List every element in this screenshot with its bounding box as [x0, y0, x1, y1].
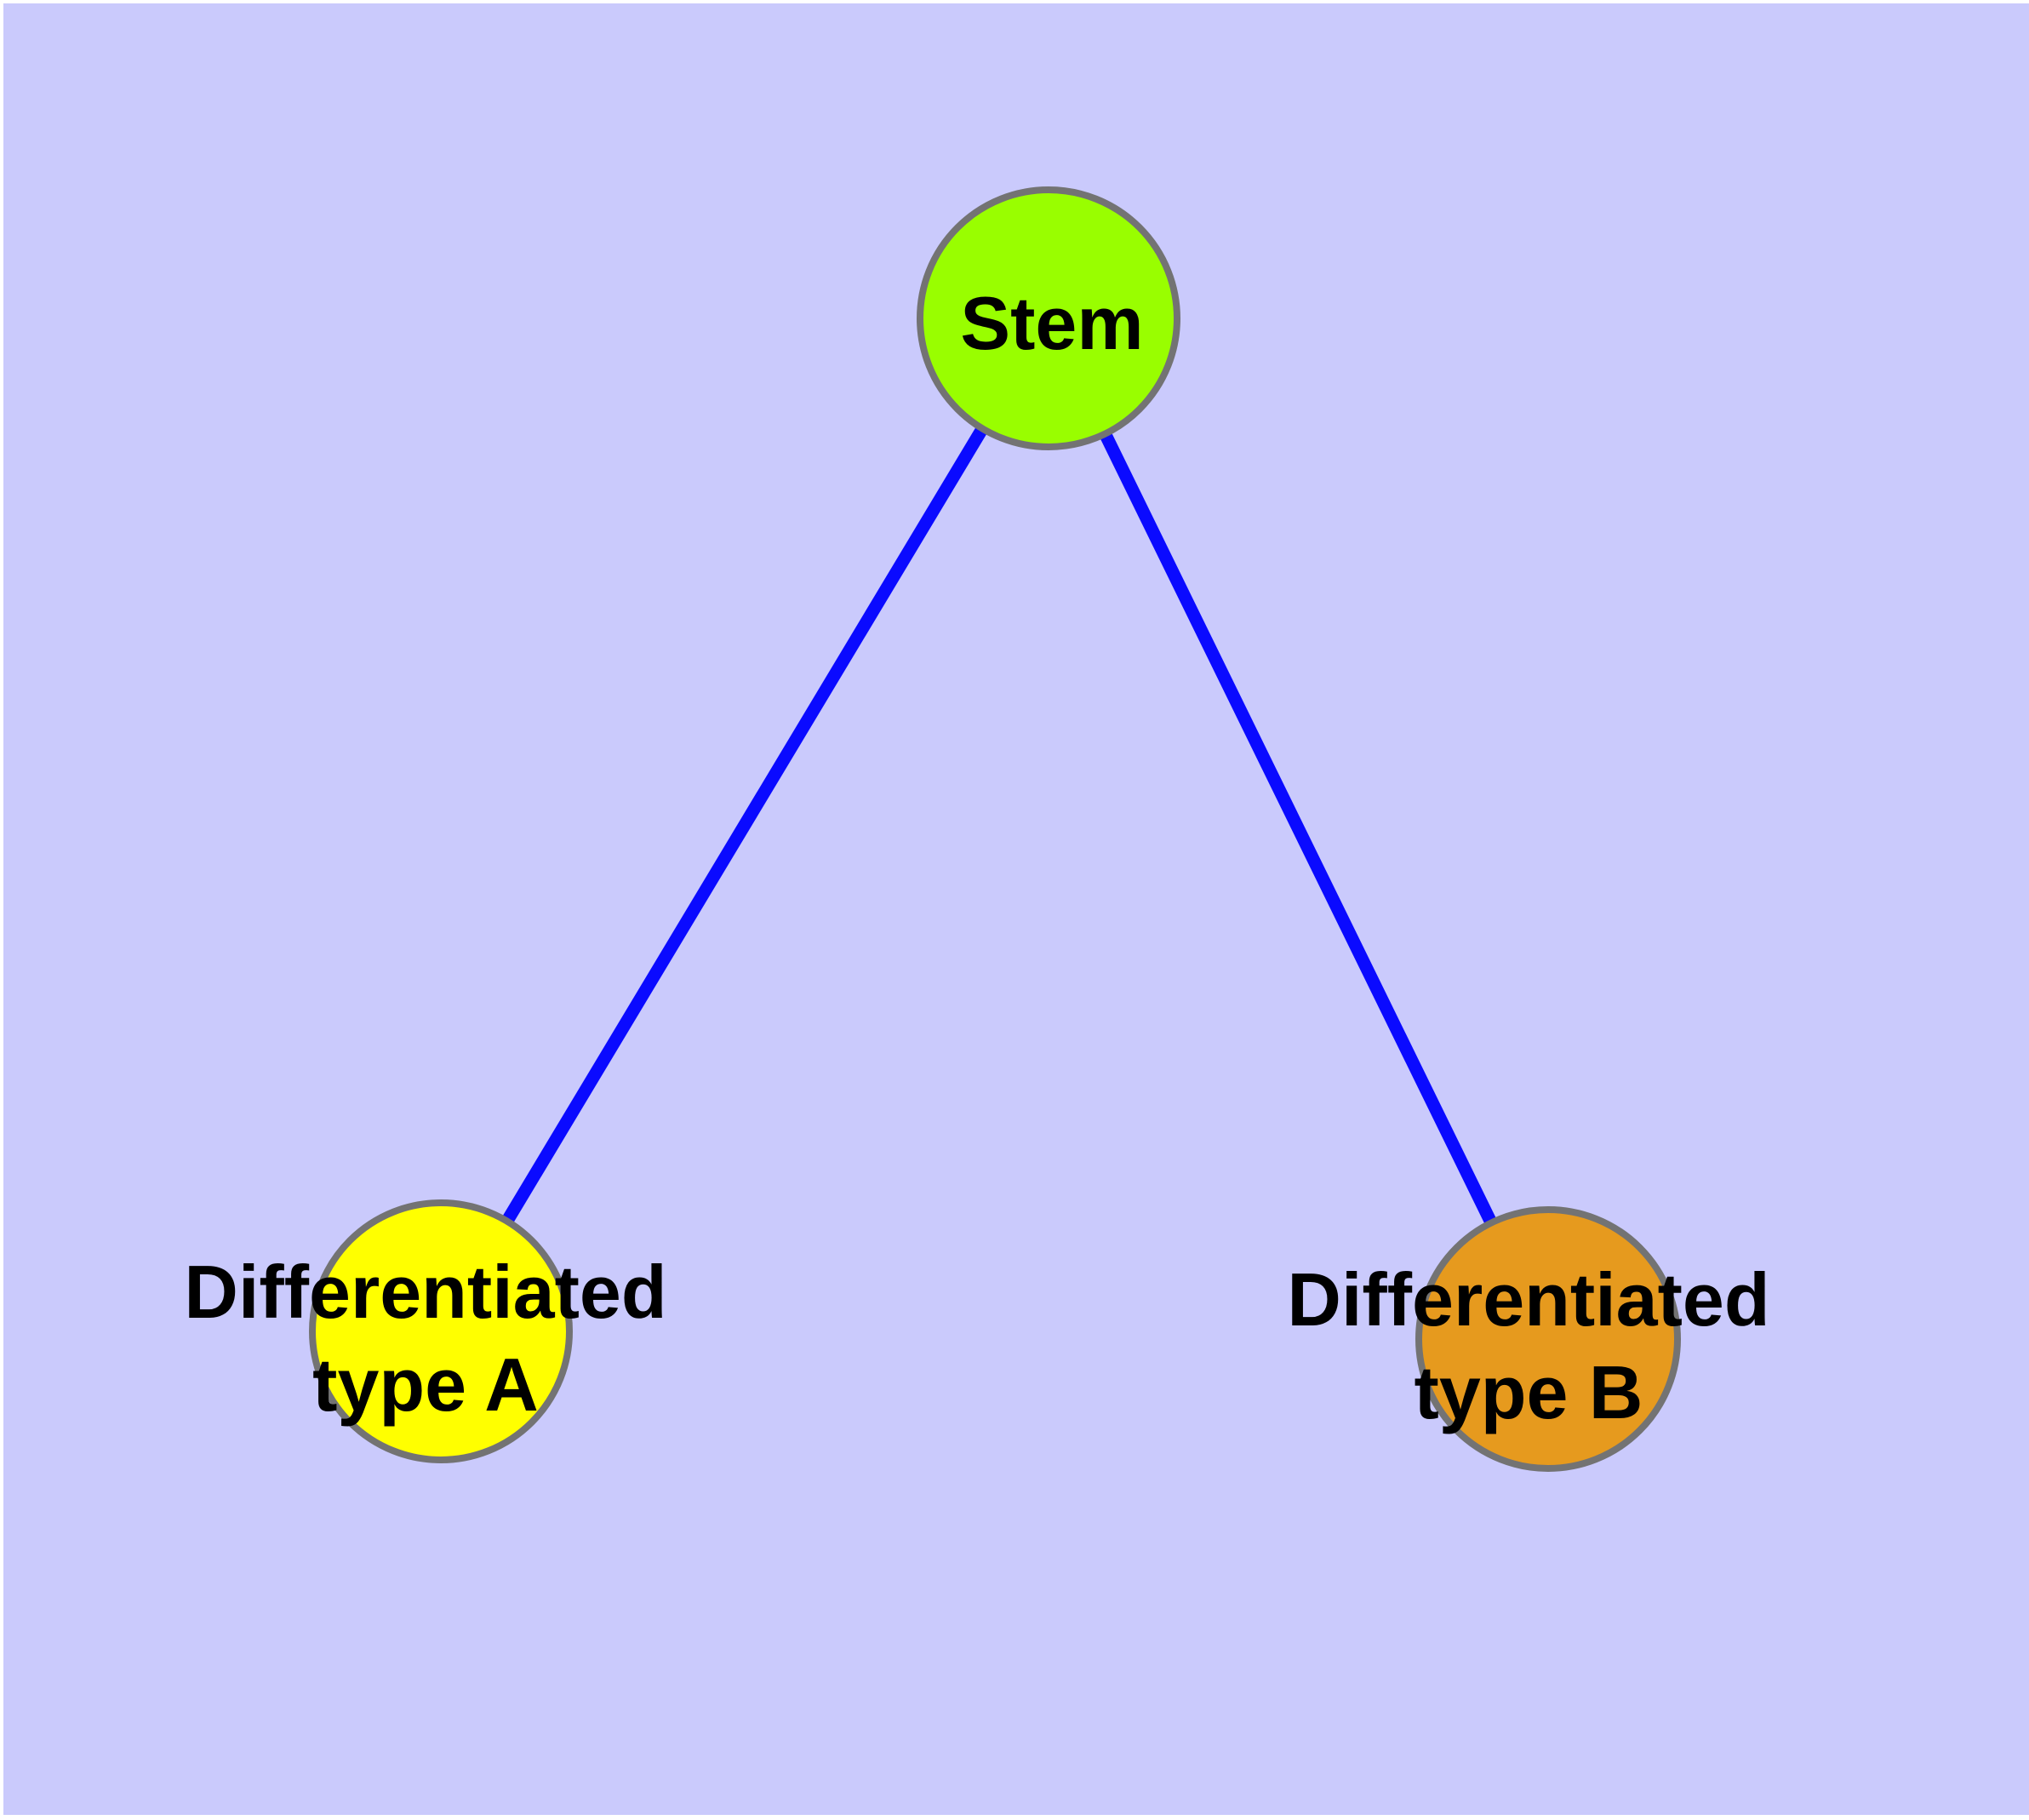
node-differentiated-type-b: Differentiated type B — [1287, 1206, 1770, 1472]
edge-stem-to-type-a — [435, 315, 1055, 1335]
node-differentiated-type-b-circle — [1415, 1206, 1681, 1472]
edge-stem-to-type-b — [1043, 315, 1554, 1342]
node-differentiated-type-b-label-line2: type B — [1415, 1350, 1643, 1434]
node-differentiated-type-a-circle — [309, 1199, 573, 1463]
node-stem-label: Stem — [960, 281, 1143, 365]
node-differentiated-type-a-label-line1: Differentiated — [184, 1250, 666, 1334]
node-stem-circle — [917, 186, 1180, 450]
edge-layer — [435, 315, 1554, 1342]
node-differentiated-type-b-label-line1: Differentiated — [1287, 1257, 1769, 1342]
node-differentiated-type-a: Differentiated type A — [184, 1199, 667, 1463]
node-differentiated-type-a-label-line2: type A — [312, 1342, 539, 1427]
node-stem: Stem — [917, 186, 1180, 450]
